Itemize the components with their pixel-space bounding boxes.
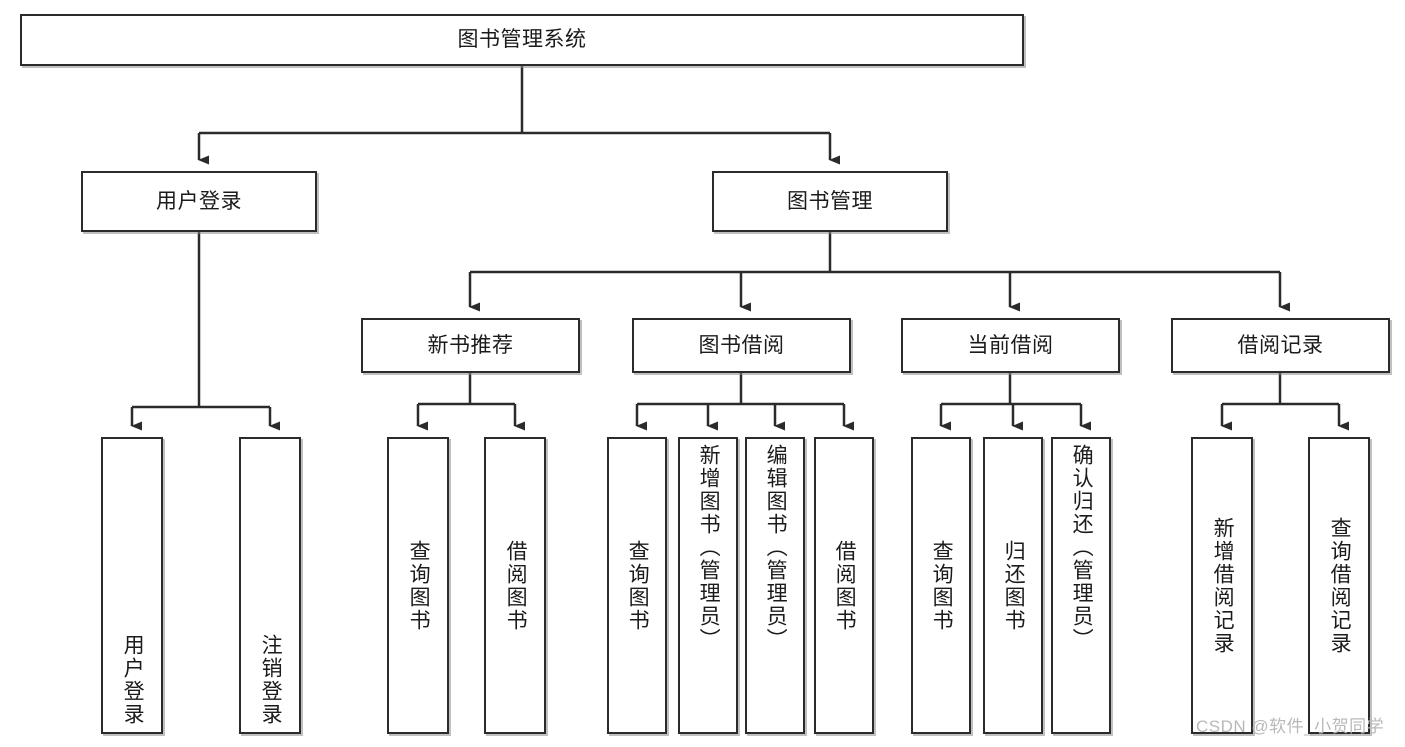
node-leaf-edit-book[interactable]: 编辑图书（管理员） <box>745 437 805 734</box>
node-leaf-add-book-label: 新增图书（管理员） <box>697 444 721 651</box>
node-leaf-query-book-3-label: 查询图书 <box>930 539 954 632</box>
node-leaf-borrow-book-1[interactable]: 借阅图书 <box>484 437 546 734</box>
node-leaf-query-record[interactable]: 查询借阅记录 <box>1308 437 1370 734</box>
node-leaf-borrow-book-2[interactable]: 借阅图书 <box>814 437 874 734</box>
node-leaf-return-book[interactable]: 归还图书 <box>983 437 1043 734</box>
node-leaf-query-book-1-label: 查询图书 <box>407 539 431 632</box>
node-new-book-rec-label: 新书推荐 <box>427 333 514 357</box>
node-leaf-add-record-label: 新增借阅记录 <box>1211 516 1235 655</box>
csdn-watermark: CSDN @软件_小贺同学 <box>1196 717 1385 736</box>
node-leaf-logout[interactable]: 注销登录 <box>239 437 301 734</box>
node-root[interactable]: 图书管理系统 <box>20 14 1024 66</box>
node-current-borrow-label: 当前借阅 <box>967 333 1054 357</box>
node-borrow-record[interactable]: 借阅记录 <box>1171 318 1390 373</box>
node-user-login[interactable]: 用户登录 <box>81 171 317 232</box>
node-new-book-rec[interactable]: 新书推荐 <box>361 318 580 373</box>
node-borrow-record-label: 借阅记录 <box>1237 333 1324 357</box>
node-leaf-query-book-2-label: 查询图书 <box>626 539 650 632</box>
node-user-login-label: 用户登录 <box>156 189 242 213</box>
node-leaf-confirm-return-label: 确认归还（管理员） <box>1070 444 1094 651</box>
node-leaf-confirm-return[interactable]: 确认归还（管理员） <box>1051 437 1111 734</box>
node-leaf-edit-book-label: 编辑图书（管理员） <box>764 444 788 651</box>
node-leaf-query-book-1[interactable]: 查询图书 <box>387 437 449 734</box>
node-leaf-add-record[interactable]: 新增借阅记录 <box>1191 437 1253 734</box>
node-leaf-return-book-label: 归还图书 <box>1002 539 1026 632</box>
node-leaf-user-login-label: 用户登录 <box>121 634 145 726</box>
node-book-borrow-label: 图书借阅 <box>698 333 785 357</box>
node-current-borrow[interactable]: 当前借阅 <box>901 318 1120 373</box>
node-leaf-query-book-3[interactable]: 查询图书 <box>911 437 971 734</box>
node-leaf-query-book-2[interactable]: 查询图书 <box>607 437 667 734</box>
node-leaf-borrow-book-2-label: 借阅图书 <box>833 539 857 632</box>
node-leaf-borrow-book-1-label: 借阅图书 <box>504 539 528 632</box>
node-leaf-user-login[interactable]: 用户登录 <box>101 437 163 734</box>
node-leaf-add-book[interactable]: 新增图书（管理员） <box>678 437 738 734</box>
node-book-manage-label: 图书管理 <box>787 189 873 213</box>
node-leaf-logout-label: 注销登录 <box>259 634 283 726</box>
node-book-borrow[interactable]: 图书借阅 <box>632 318 851 373</box>
node-book-manage[interactable]: 图书管理 <box>712 171 948 232</box>
node-root-label: 图书管理系统 <box>457 28 587 52</box>
node-leaf-query-record-label: 查询借阅记录 <box>1328 516 1352 655</box>
